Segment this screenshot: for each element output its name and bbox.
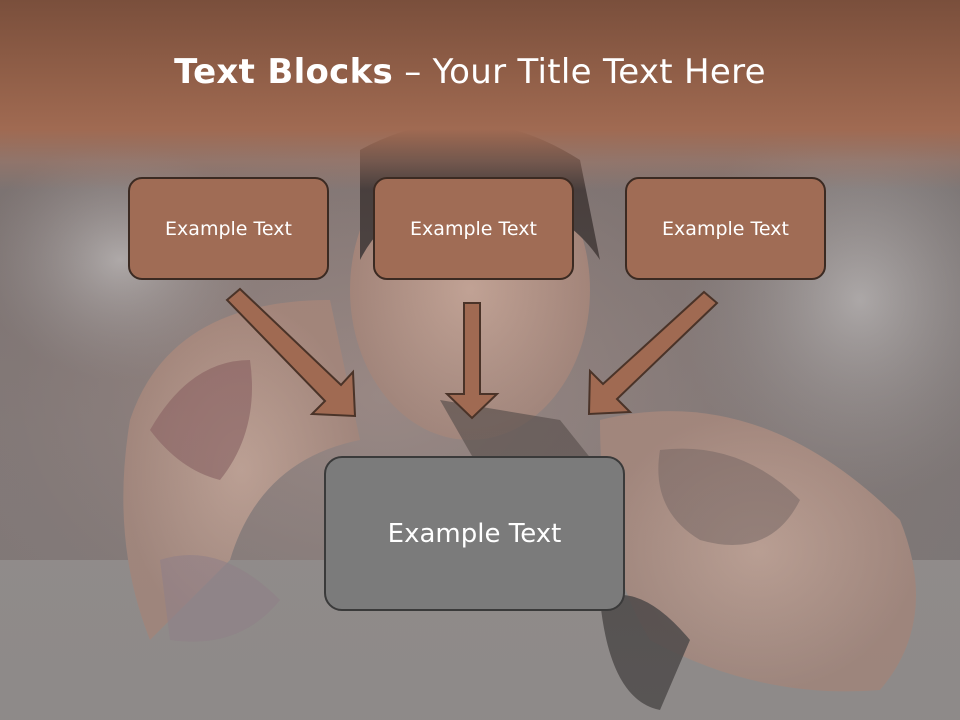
title-bold: Text Blocks xyxy=(174,52,394,92)
arrow-middle xyxy=(444,302,500,420)
header-band xyxy=(0,0,960,190)
text-block-1[interactable]: Example Text xyxy=(128,177,329,280)
arrow-right xyxy=(587,290,719,416)
arrow-left xyxy=(225,287,357,418)
text-block-3[interactable]: Example Text xyxy=(625,177,826,280)
target-text-block[interactable]: Example Text xyxy=(324,456,625,611)
text-block-1-label: Example Text xyxy=(165,217,292,240)
text-block-2-label: Example Text xyxy=(410,217,537,240)
slide-title: Text Blocks – Your Title Text Here xyxy=(0,52,940,92)
text-block-3-label: Example Text xyxy=(662,217,789,240)
text-block-2[interactable]: Example Text xyxy=(373,177,574,280)
title-separator: – xyxy=(393,52,433,92)
title-rest: Your Title Text Here xyxy=(432,52,766,92)
target-text-block-label: Example Text xyxy=(387,518,562,549)
